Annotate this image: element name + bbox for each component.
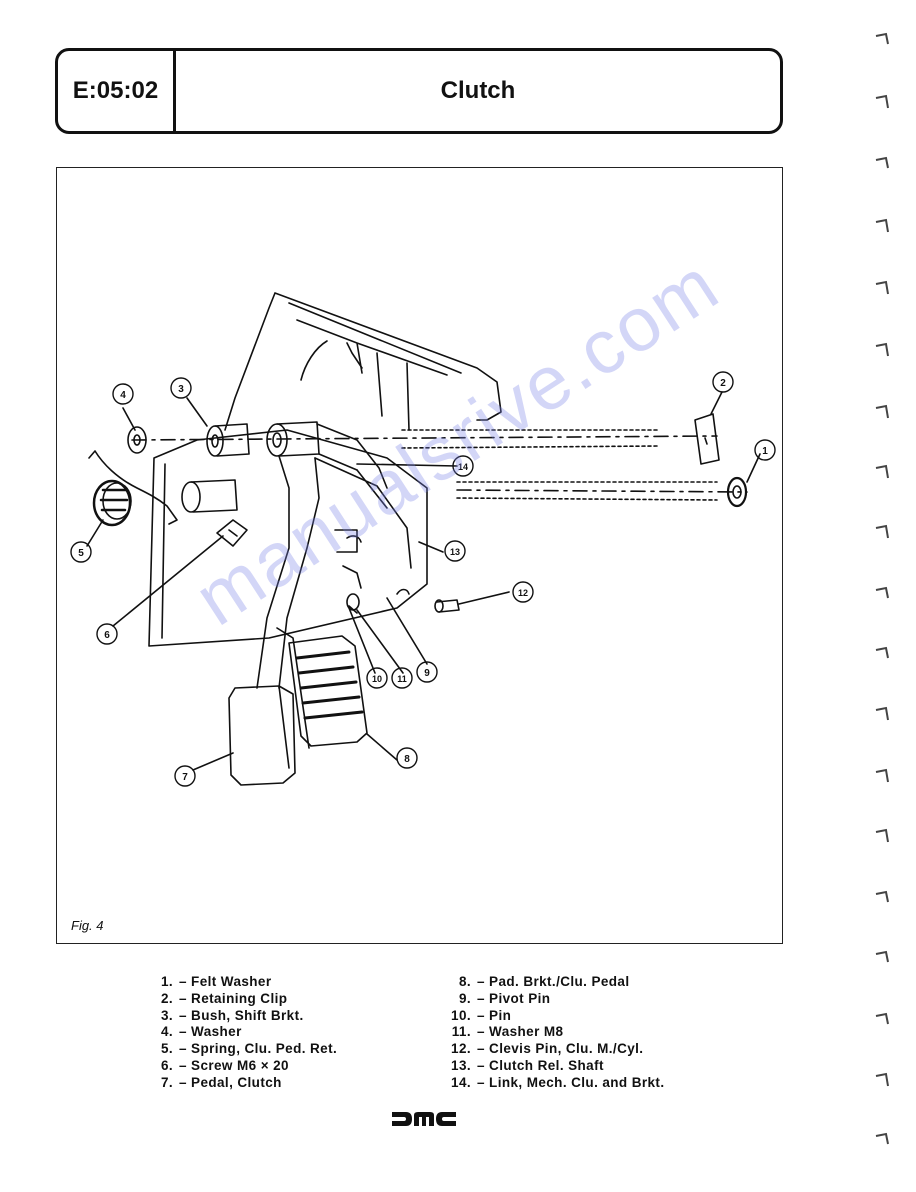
part-label: – Retaining Clip	[179, 990, 288, 1006]
part-label: – Link, Mech. Clu. and Brkt.	[477, 1074, 665, 1090]
callout-circle-2	[712, 371, 734, 393]
part-number: 8.	[458, 974, 471, 989]
callout-10: 10	[372, 674, 382, 684]
parts-list-right: 8.– Pad. Brkt./Clu. Pedal 9.– Pivot Pin …	[448, 974, 664, 1092]
figure-caption: Fig. 4	[71, 918, 104, 933]
callout-circle-11	[391, 667, 413, 689]
part-number: 11.	[451, 1024, 471, 1040]
part-label: – Pad. Brkt./Clu. Pedal	[477, 974, 630, 989]
part-number: 10.	[451, 1007, 471, 1023]
part-label: – Pivot Pin	[477, 990, 551, 1006]
list-item: 10. – Pin	[448, 1008, 664, 1025]
callout-7: 7	[182, 772, 188, 783]
callout-8: 8	[404, 754, 410, 765]
callout-4: 4	[120, 390, 126, 401]
part-number: 1.	[160, 974, 173, 989]
part-label: – Pin	[477, 1007, 512, 1023]
part-number: 12.	[451, 1041, 471, 1057]
part-label: – Spring, Clu. Ped. Ret.	[179, 1041, 338, 1057]
part-label: – Screw M6 × 20	[179, 1057, 289, 1073]
callout-circle-3	[170, 377, 192, 399]
callout-circle-13	[444, 540, 466, 562]
part-number: 6.	[160, 1057, 173, 1073]
part-number: 5.	[160, 1041, 173, 1057]
part-label: – Clutch Rel. Shaft	[477, 1057, 604, 1073]
list-item: 6. – Screw M6 × 20	[150, 1058, 337, 1075]
callout-1: 1	[762, 446, 768, 457]
list-item: 12. – Clevis Pin, Clu. M./Cyl.	[448, 1041, 664, 1058]
part-number: 9.	[458, 990, 471, 1006]
callout-circle-14	[452, 455, 474, 477]
parts-list-left: 1. – Felt Washer 2. – Retaining Clip 3. – B…	[150, 974, 337, 1092]
list-item: 5. – Spring, Clu. Ped. Ret.	[150, 1041, 337, 1058]
list-item: 7. – Pedal, Clutch	[150, 1075, 337, 1092]
part-number: 14.	[451, 1074, 471, 1090]
callout-circle-5	[70, 541, 92, 563]
list-item: 11. – Washer M8	[448, 1024, 664, 1041]
list-item: 8. – Pad. Brkt./Clu. Pedal	[448, 974, 664, 991]
binding-edge-marks	[875, 32, 889, 1145]
list-item: 9. – Pivot Pin	[448, 991, 664, 1008]
list-item: 4. – Washer	[150, 1024, 337, 1041]
list-item: 1. – Felt Washer	[150, 974, 337, 991]
callout-circle-7	[174, 765, 196, 787]
callout-14: 14	[458, 462, 468, 472]
callout-5: 5	[78, 548, 84, 559]
part-number: 2.	[160, 990, 173, 1006]
callout-circle-6	[96, 623, 118, 645]
part-label: – Bush, Shift Brkt.	[179, 1007, 304, 1023]
callout-circle-1	[754, 439, 776, 461]
callout-6: 6	[104, 630, 110, 641]
part-number: 7.	[160, 1074, 173, 1090]
clutch-pedal-assembly-diagram: 4 3 2 1 5 6 7 8 9 10 11 12 13 14	[70, 292, 776, 787]
callout-circle-12	[512, 581, 534, 603]
part-label: – Washer	[179, 1024, 242, 1040]
part-number: 4.	[160, 1024, 173, 1040]
part-number: 13.	[451, 1057, 471, 1073]
part-label: – Felt Washer	[179, 974, 272, 989]
callout-3: 3	[178, 384, 184, 395]
part-label: – Washer M8	[477, 1024, 564, 1040]
callout-circle-10	[366, 667, 388, 689]
section-code: E:05:02	[58, 51, 176, 131]
callout-12: 12	[518, 588, 528, 598]
callout-9: 9	[424, 668, 430, 679]
callout-circle-9	[416, 661, 438, 683]
dmc-logo	[392, 1112, 456, 1126]
section-title: Clutch	[440, 77, 516, 104]
section-header: E:05:02 Clutch	[55, 48, 783, 134]
list-item: 13. – Clutch Rel. Shaft	[448, 1058, 664, 1075]
list-item: 3. – Bush, Shift Brkt.	[150, 1008, 337, 1025]
part-label: – Clevis Pin, Clu. M./Cyl.	[477, 1041, 644, 1057]
callout-circle-8	[396, 747, 418, 769]
callout-circle-4	[112, 383, 134, 405]
callout-13: 13	[450, 547, 460, 557]
part-label: – Pedal, Clutch	[179, 1074, 282, 1090]
list-item: 2. – Retaining Clip	[150, 991, 337, 1008]
figure-frame: 4 3 2 1 5 6 7 8 9 10 11 12 13 14 Fig. 4	[56, 167, 783, 944]
list-item: 14. – Link, Mech. Clu. and Brkt.	[448, 1075, 664, 1092]
callout-11: 11	[397, 674, 407, 684]
callout-2: 2	[720, 378, 726, 389]
part-number: 3.	[160, 1007, 173, 1023]
